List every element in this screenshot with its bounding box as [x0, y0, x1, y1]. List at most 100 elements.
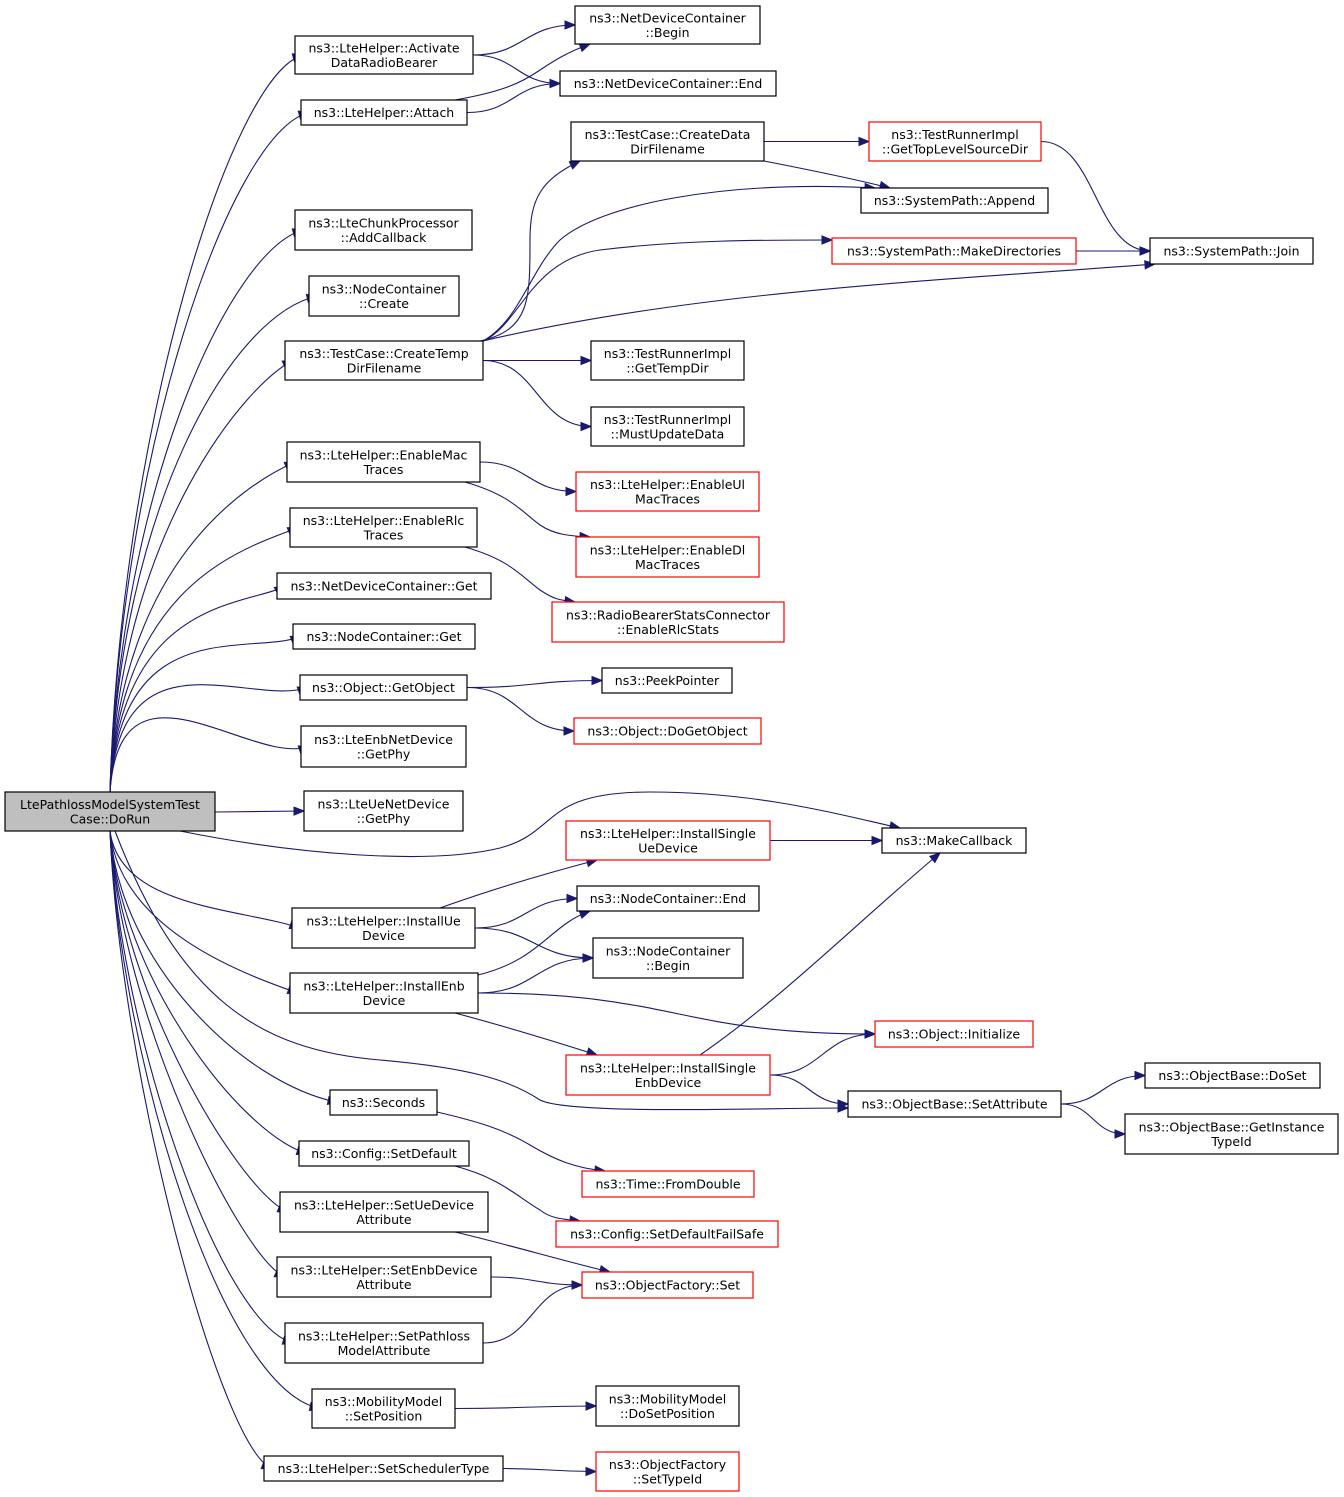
node-nc-begin[interactable]: ns3::NodeContainer::Begin	[592, 937, 744, 979]
edge-activate-to-ndc_end	[472, 54, 562, 89]
node-mm-dosetpos[interactable]: ns3::MobilityModel::DoSetPosition	[595, 1385, 740, 1427]
node-obj-init[interactable]: ns3::Object::Initialize	[874, 1020, 1034, 1048]
node-box	[1144, 1062, 1321, 1089]
node-box	[847, 1090, 1062, 1118]
node-cfg-failsafe[interactable]: ns3::Config::SetDefaultFailSafe	[555, 1220, 779, 1248]
node-box	[601, 667, 733, 694]
node-ndc-end[interactable]: ns3::NetDeviceContainer::End	[559, 70, 777, 97]
node-label-line: ::MustUpdateData	[611, 426, 725, 441]
node-label-line: ns3::LteChunkProcessor	[308, 215, 459, 230]
node-sp-makedirs[interactable]: ns3::SystemPath::MakeDirectories	[831, 237, 1077, 265]
node-cfg-setdefault[interactable]: ns3::Config::SetDefault	[298, 1140, 470, 1167]
node-box	[329, 1089, 438, 1116]
edge-root-to-enb_getphy	[109, 717, 311, 793]
node-set-pathloss[interactable]: ns3::LteHelper::SetPathlossModelAttribut…	[284, 1322, 484, 1364]
node-box	[592, 937, 744, 979]
node-label-line: EnbDevice	[635, 1075, 702, 1090]
node-label-line: Traces	[363, 527, 404, 542]
edge-root-to-set_pathloss	[109, 830, 295, 1345]
node-ue-getphy[interactable]: ns3::LteUeNetDevice::GetPhy	[303, 790, 464, 832]
node-box	[555, 1220, 779, 1248]
node-attach[interactable]: ns3::LteHelper::Attach	[300, 99, 468, 126]
node-label-line: ns3::TestCase::CreateTemp	[299, 346, 468, 361]
node-label-line: ns3::SystemPath::Append	[874, 193, 1035, 208]
node-chunk[interactable]: ns3::LteChunkProcessor::AddCallback	[294, 209, 473, 251]
node-box	[276, 1256, 492, 1298]
node-box	[595, 1385, 740, 1427]
node-box	[303, 790, 464, 832]
edge-inst_ue-to-nc_end	[474, 893, 579, 929]
node-sp-append[interactable]: ns3::SystemPath::Append	[860, 187, 1049, 214]
edge-inst_enb-to-inst_single_enb	[454, 1012, 599, 1057]
node-mm-setpos[interactable]: ns3::MobilityModel::SetPosition	[311, 1388, 456, 1429]
node-label-line: TypeId	[1210, 1134, 1251, 1149]
node-sp-join[interactable]: ns3::SystemPath::Join	[1149, 237, 1314, 265]
arrowhead	[1134, 1070, 1147, 1081]
node-of-set[interactable]: ns3::ObjectFactory::Set	[581, 1271, 754, 1299]
arrowhead	[578, 909, 592, 919]
node-ndc-get[interactable]: ns3::NetDeviceContainer::Get	[276, 572, 492, 600]
node-box	[868, 121, 1042, 162]
node-getobject[interactable]: ns3::Object::GetObject	[299, 674, 468, 701]
edge-sp_makedirs-to-sp_join	[1076, 246, 1152, 256]
node-of-settypeid[interactable]: ns3::ObjectFactory::SetTypeId	[595, 1451, 740, 1492]
node-label-line: Traces	[363, 462, 404, 477]
edge-root-to-activate	[109, 53, 305, 793]
node-label-line: Case::DoRun	[70, 811, 150, 826]
node-ob-dose[interactable]: ns3::ObjectBase::DoSet	[1144, 1062, 1321, 1089]
node-box	[581, 1271, 754, 1299]
node-ndc-begin[interactable]: ns3::NetDeviceContainer::Begin	[574, 5, 761, 45]
node-label-line: ns3::PeekPointer	[615, 673, 720, 688]
node-peek[interactable]: ns3::PeekPointer	[601, 667, 733, 694]
node-nc-end[interactable]: ns3::NodeContainer::End	[576, 885, 760, 912]
node-rbsc[interactable]: ns3::RadioBearerStatsConnector::EnableRl…	[551, 601, 785, 643]
edge-root-to-chunk	[109, 228, 305, 793]
node-tri-tempdir[interactable]: ns3::TestRunnerImpl::GetTempDir	[590, 340, 745, 381]
node-time-fromdouble[interactable]: ns3::Time::FromDouble	[581, 1170, 755, 1198]
node-label-line: ns3::LteHelper::Attach	[314, 105, 455, 120]
node-label-line: ns3::Object::Initialize	[888, 1027, 1021, 1042]
node-tri-mustupdate[interactable]: ns3::TestRunnerImpl::MustUpdateData	[590, 406, 745, 447]
node-label-line: LtePathlossModelSystemTest	[20, 797, 200, 812]
node-label-line: ns3::LteHelper::EnableUl	[590, 477, 745, 492]
edge-root-to-set_sched	[109, 830, 274, 1470]
node-label-line: ns3::NetDeviceContainer	[589, 10, 746, 25]
node-makecallback[interactable]: ns3::MakeCallback	[881, 827, 1027, 854]
edge-root-to-ue_getphy	[214, 806, 306, 816]
node-tri-toplevel[interactable]: ns3::TestRunnerImpl::GetTopLevelSourceDi…	[868, 121, 1042, 162]
edge-inst_ue-to-nc_begin	[474, 927, 595, 963]
node-enb-getphy[interactable]: ns3::LteEnbNetDevice::GetPhy	[300, 725, 467, 768]
node-label-line: ns3::ObjectBase::GetInstance	[1139, 1119, 1325, 1134]
node-box	[573, 717, 762, 745]
arrowhead	[565, 486, 578, 497]
node-label-line: Attribute	[356, 1212, 412, 1227]
edge-inst_single_enb-to-ob_setattr	[769, 1074, 850, 1109]
node-label-line: MacTraces	[635, 491, 700, 506]
node-nc-get[interactable]: ns3::NodeContainer::Get	[292, 623, 476, 650]
node-label-line: DirFilename	[630, 141, 705, 156]
node-ob-setattr[interactable]: ns3::ObjectBase::SetAttribute	[847, 1090, 1062, 1118]
edges-layer	[109, 20, 1157, 1477]
node-nc-create[interactable]: ns3::NodeContainer::Create	[308, 275, 460, 317]
node-label-line: ::AddCallback	[341, 230, 427, 245]
node-set-sched[interactable]: ns3::LteHelper::SetSchedulerType	[263, 1455, 504, 1482]
node-dogetobject[interactable]: ns3::Object::DoGetObject	[573, 717, 762, 745]
node-box	[575, 471, 760, 512]
node-seconds[interactable]: ns3::Seconds	[329, 1089, 438, 1116]
edge-inst_single_enb-to-makecallback	[699, 852, 942, 1056]
